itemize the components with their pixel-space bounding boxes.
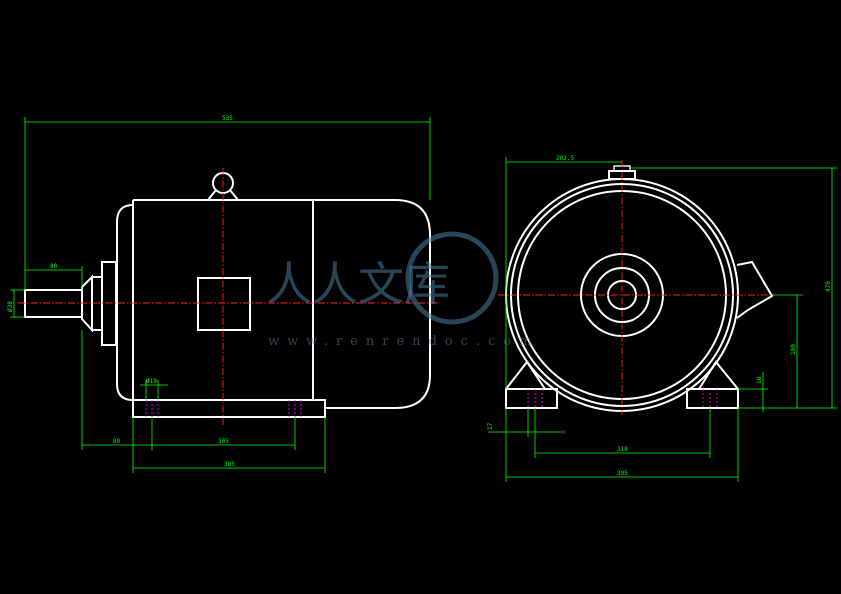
dimension-shaft-length: 80 bbox=[25, 263, 83, 290]
dim-foot-span: 305 bbox=[218, 438, 229, 445]
front-end-shield bbox=[116, 204, 134, 401]
dimension-bolt-hole: Ø19 bbox=[140, 378, 168, 400]
dim-overall-height: 470 bbox=[825, 281, 832, 292]
shaft-shoulder bbox=[81, 274, 93, 333]
dimension-foot-offset: 17 bbox=[487, 408, 565, 437]
dim-foot-offset: 17 bbox=[487, 422, 494, 430]
left-foot bbox=[505, 388, 558, 409]
dimension-foot-height: 18 bbox=[738, 372, 768, 412]
lifting-eye-base bbox=[207, 189, 239, 201]
dim-bolt-hole: Ø19 bbox=[146, 378, 157, 385]
dimension-shaft-diameter: Ø38 bbox=[7, 289, 25, 318]
dimension-overall-height: 470 bbox=[630, 167, 838, 409]
dimension-foot-spacing: 318 bbox=[534, 408, 711, 458]
dim-base-length: 385 bbox=[224, 461, 235, 468]
watermark-logo-ring bbox=[405, 231, 499, 325]
motor-frame-outline bbox=[133, 199, 431, 409]
bearing-cap-outer bbox=[101, 261, 117, 346]
end-view: 202.5 470 180 18 17 318 bbox=[487, 155, 838, 482]
dim-shaft-diameter: Ø38 bbox=[7, 301, 14, 312]
right-foot bbox=[686, 388, 739, 409]
dimension-center-height: 180 bbox=[772, 294, 803, 408]
terminal-box bbox=[197, 277, 251, 331]
dim-foot-spacing: 318 bbox=[617, 446, 628, 453]
dimension-foot-span: 305 bbox=[152, 417, 296, 450]
left-foot-web bbox=[505, 360, 546, 390]
dimension-half-width: 202.5 bbox=[505, 155, 622, 389]
shaft-outline bbox=[24, 289, 83, 318]
dim-shaft-length: 80 bbox=[50, 263, 58, 270]
dimension-base-length: 385 bbox=[132, 417, 326, 473]
watermark-logo-text: 人人文库 bbox=[266, 257, 450, 311]
dim-foot-height: 18 bbox=[756, 376, 763, 384]
dim-base-width: 395 bbox=[617, 470, 628, 477]
dim-half-width: 202.5 bbox=[556, 155, 574, 162]
watermark-url: www.renrendoc.com bbox=[268, 334, 540, 349]
dimension-foot-to-shaft: 89 bbox=[81, 330, 153, 450]
right-foot-web bbox=[698, 360, 739, 390]
watermark: 人人文库 www.renrendoc.com bbox=[266, 231, 540, 349]
side-lug bbox=[736, 260, 774, 319]
side-view: 535 80 Ø38 Ø19 89 305 bbox=[7, 115, 440, 473]
dimension-base-width: 395 bbox=[505, 408, 739, 482]
motor-base bbox=[132, 399, 326, 418]
dim-overall-length: 535 bbox=[222, 115, 233, 122]
dim-center-height: 180 bbox=[790, 344, 797, 355]
dimension-overall-length: 535 bbox=[24, 115, 431, 290]
bearing-cap-inner bbox=[91, 276, 103, 331]
dim-foot-to-shaft: 89 bbox=[113, 438, 121, 445]
